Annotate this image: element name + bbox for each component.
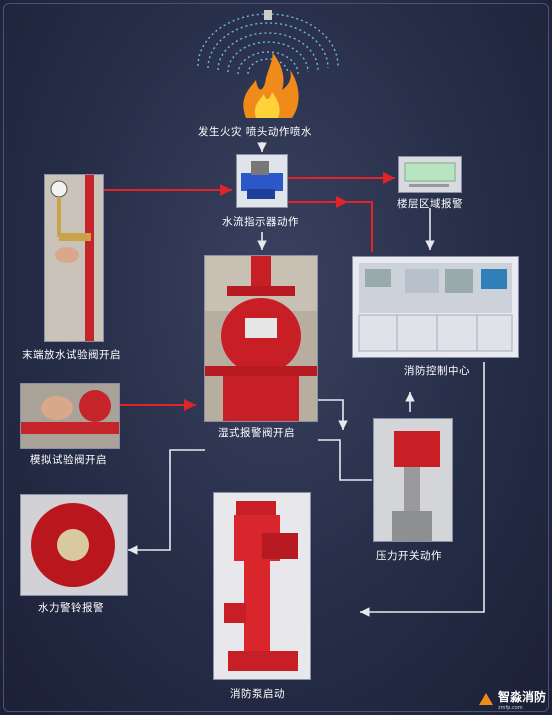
watermark-title: 智淼消防 (497, 690, 546, 704)
control-center-image (352, 256, 519, 358)
fire-caption: 发生火灾 喷头动作喷水 (198, 126, 312, 138)
water-bell-image (20, 494, 128, 596)
diagram-frame (3, 3, 549, 712)
floor-alarm-image (398, 156, 462, 193)
fire-node (178, 8, 358, 118)
fire-pump-caption: 消防泵启动 (230, 688, 285, 700)
logo-icon (478, 692, 493, 705)
watermark: 智淼消防 zmfp.com (478, 686, 546, 711)
end-valve-caption: 末端放水试验阀开启 (22, 349, 121, 361)
wet-alarm-valve-caption: 湿式报警阀开启 (218, 427, 295, 439)
pressure-switch-caption: 压力开关动作 (376, 550, 442, 562)
sim-valve-caption: 模拟试验阀开启 (30, 454, 107, 466)
flow-indicator-image (236, 154, 288, 208)
water-bell-caption: 水力警铃报警 (38, 602, 104, 614)
sprinkler-spray-icon (197, 10, 339, 118)
floor-alarm-caption: 楼层区域报警 (397, 198, 463, 210)
flame-icon (243, 52, 299, 118)
flow-indicator-caption: 水流指示器动作 (222, 216, 299, 228)
arrow-wet-valve-to-pressure (318, 399, 348, 430)
end-valve-image (44, 174, 104, 342)
fire-pump-image (213, 492, 311, 680)
watermark-sub: zmfp.com (497, 705, 523, 711)
control-center-caption: 消防控制中心 (404, 365, 470, 377)
sim-valve-image (20, 383, 120, 449)
arrow-control-to-pump (360, 362, 485, 617)
wet-alarm-valve-image (204, 255, 318, 422)
arrow-indicator-to-control (288, 201, 373, 252)
arrow-wet-valve-to-bell (128, 449, 205, 555)
pressure-switch-image (373, 418, 453, 542)
